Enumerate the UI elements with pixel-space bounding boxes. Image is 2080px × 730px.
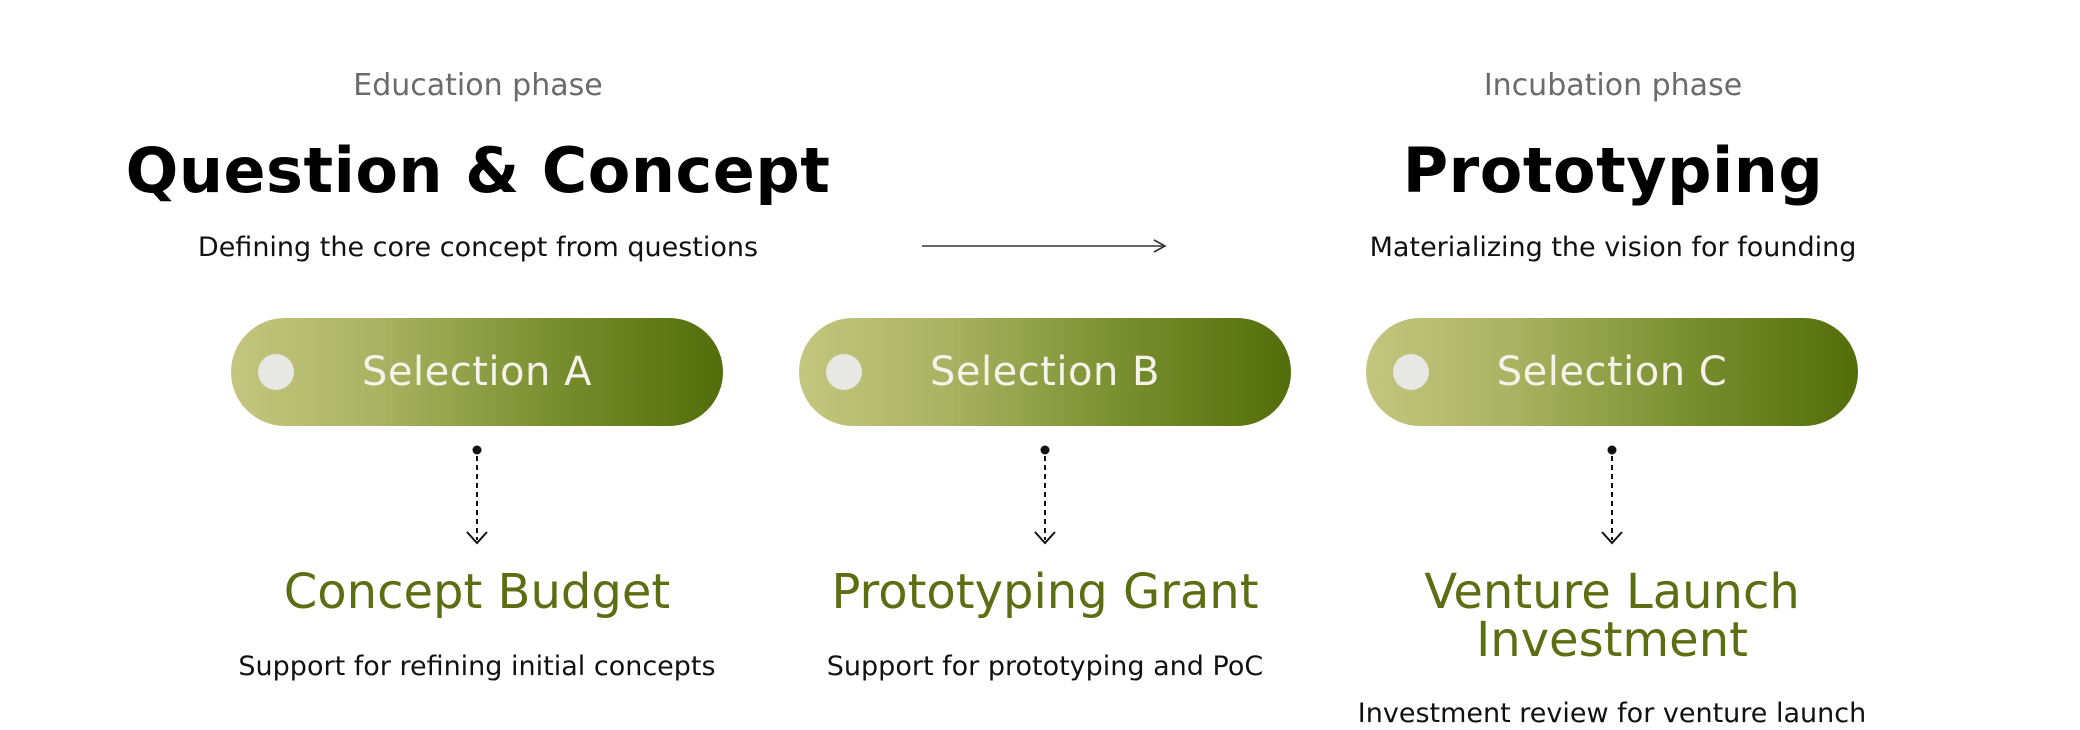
selection-b-label: Selection B: [930, 349, 1160, 395]
connector-b-arrow-icon: [1034, 445, 1056, 545]
funding-venture-launch-title-line2: Investment: [1476, 612, 1748, 668]
selection-c-dot-icon: [1393, 354, 1429, 390]
selection-b-dot-icon: [826, 354, 862, 390]
phase-transition-arrow-icon: [922, 239, 1167, 253]
selection-a-pill[interactable]: Selection A: [231, 318, 723, 426]
education-phase-description: Defining the core concept from questions: [197, 232, 759, 263]
selection-a-dot-icon: [258, 354, 294, 390]
incubation-phase-description: Materializing the vision for founding: [1369, 232, 1857, 263]
connector-a-arrow-icon: [466, 445, 488, 545]
selection-c-label: Selection C: [1496, 349, 1728, 395]
funding-concept-budget-title: Concept Budget: [283, 564, 671, 620]
funding-venture-launch-description: Investment review for venture launch: [1357, 698, 1867, 729]
selection-c-pill[interactable]: Selection C: [1366, 318, 1858, 426]
funding-venture-launch-title: Venture Launch Investment: [1262, 568, 1962, 664]
education-phase-label: Education phase: [353, 68, 603, 103]
funding-prototyping-grant-title: Prototyping Grant: [831, 564, 1259, 620]
education-phase-title: Question & Concept: [125, 134, 831, 207]
connector-c-arrow-icon: [1601, 445, 1623, 545]
funding-prototyping-grant-description: Support for prototyping and PoC: [826, 651, 1264, 682]
incubation-phase-label: Incubation phase: [1483, 68, 1743, 103]
funding-concept-budget-description: Support for refining initial concepts: [238, 651, 716, 682]
selection-a-label: Selection A: [362, 349, 592, 395]
funding-venture-launch-title-line1: Venture Launch: [1424, 564, 1800, 620]
incubation-phase-title: Prototyping: [1402, 134, 1824, 207]
selection-b-pill[interactable]: Selection B: [799, 318, 1291, 426]
